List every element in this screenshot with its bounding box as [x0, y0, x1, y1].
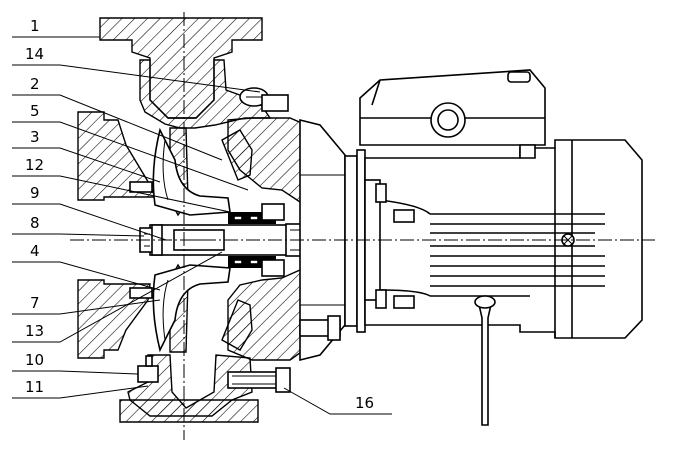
casing-bolts [137, 87, 341, 393]
mechanical-seal [228, 203, 285, 277]
label-10: 10 [25, 351, 44, 369]
label-8: 8 [30, 214, 40, 232]
label-9: 9 [30, 184, 40, 202]
motor [359, 69, 643, 426]
leader-lines [12, 36, 392, 415]
label-2: 2 [30, 75, 40, 93]
label-14: 14 [25, 45, 44, 63]
label-7: 7 [30, 294, 40, 312]
label-16: 16 [355, 394, 374, 412]
label-5: 5 [30, 102, 40, 120]
label-1: 1 [30, 17, 40, 35]
label-4: 4 [30, 242, 40, 260]
pump-casing [77, 17, 331, 423]
callout-labels: 1 14 2 5 3 12 9 8 4 7 13 10 11 16 [25, 17, 374, 412]
label-11: 11 [25, 378, 44, 396]
seal-seat [221, 129, 253, 351]
label-3: 3 [30, 128, 40, 146]
label-13: 13 [25, 322, 44, 340]
label-12: 12 [25, 156, 44, 174]
